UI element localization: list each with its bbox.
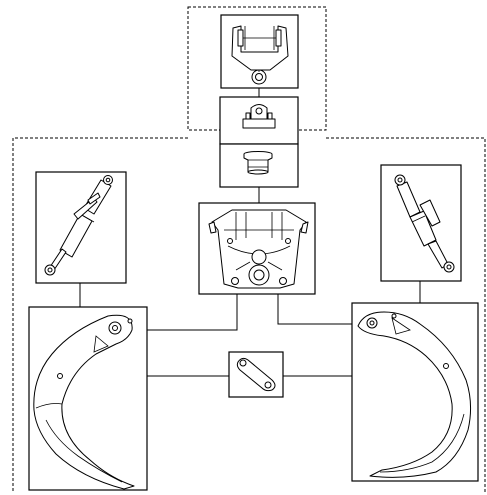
bushing-icon (244, 152, 272, 175)
left-shank[interactable] (29, 307, 147, 490)
pivot-block[interactable] (220, 97, 298, 144)
right-shank[interactable] (352, 303, 478, 481)
left-cylinder[interactable] (36, 172, 126, 283)
frame-casting-icon (209, 210, 308, 288)
mounting-bracket[interactable] (221, 15, 298, 88)
link-plate[interactable] (229, 352, 283, 397)
right-cylinder[interactable] (381, 165, 461, 281)
center-frame[interactable] (199, 203, 315, 294)
bushing[interactable] (220, 144, 298, 187)
